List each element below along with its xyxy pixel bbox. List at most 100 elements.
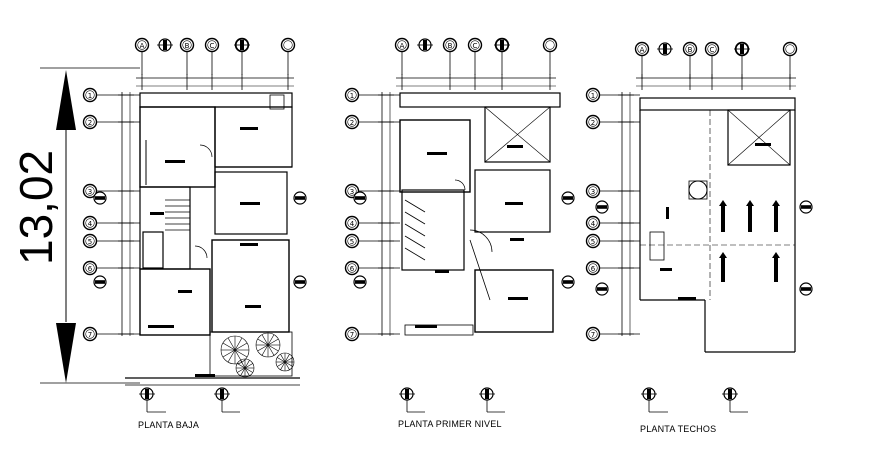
grid-bubble-1: 1 bbox=[82, 87, 98, 103]
grid-bubble-6: 6 bbox=[585, 260, 601, 276]
section-marker-bar bbox=[355, 280, 365, 284]
grid-bubble-5: 5 bbox=[82, 233, 98, 249]
section-marker-bar bbox=[295, 280, 305, 284]
grid-bubble-inner bbox=[588, 90, 598, 100]
grid-bubble-inner bbox=[85, 329, 95, 339]
plant-leaf bbox=[234, 349, 248, 358]
grid-bubble-inner bbox=[85, 90, 95, 100]
label-bar bbox=[666, 207, 669, 219]
slope-arrow-bar bbox=[721, 204, 725, 232]
section-marker-top bbox=[234, 38, 250, 52]
grid-bubble-inner bbox=[347, 329, 357, 339]
roof-slab bbox=[727, 109, 791, 166]
plant-leaf bbox=[222, 349, 236, 358]
grid-bubble-label: 5 bbox=[350, 238, 354, 246]
plant-leaf bbox=[267, 344, 275, 356]
plan-title-planta-primer-nivel: PLANTA PRIMER NIVEL bbox=[398, 419, 502, 429]
grid-bubble-inner bbox=[588, 117, 598, 127]
roof-slab bbox=[484, 106, 551, 163]
grid-bubble-label: B bbox=[185, 42, 190, 50]
label-bar bbox=[240, 127, 258, 130]
grid-bubble-4: 4 bbox=[82, 215, 98, 231]
water-tank-base bbox=[688, 180, 708, 200]
section-marker-right bbox=[293, 275, 307, 289]
plant-leaf bbox=[267, 338, 279, 346]
grid-bubble-inner bbox=[707, 44, 717, 54]
section-marker-right bbox=[561, 275, 575, 289]
section-marker-bar bbox=[597, 287, 607, 291]
plant-symbol bbox=[235, 358, 255, 378]
grid-bubble-7: 7 bbox=[344, 326, 360, 342]
plant-leaf bbox=[277, 357, 286, 363]
grid-bubble-inner bbox=[347, 186, 357, 196]
section-marker-bottom bbox=[399, 387, 415, 401]
plant-leaf bbox=[284, 354, 290, 363]
plant-leaf bbox=[227, 349, 236, 363]
roof-edge bbox=[399, 92, 561, 108]
grid-bubble-label: 4 bbox=[88, 220, 93, 228]
door-swing bbox=[199, 144, 213, 158]
room-bedroom-1 bbox=[399, 119, 471, 193]
section-marker-bar bbox=[801, 205, 811, 209]
grid-bubble-inner bbox=[347, 90, 357, 100]
grid-bubble-inner bbox=[283, 40, 293, 50]
room-kitchen bbox=[214, 106, 293, 168]
section-marker-left bbox=[93, 275, 107, 289]
stair-step bbox=[404, 199, 426, 213]
section-marker-bar bbox=[95, 196, 105, 200]
slope-arrow-head bbox=[772, 252, 780, 258]
grid-bubble-inner bbox=[588, 186, 598, 196]
grid-bubble-c: C bbox=[204, 37, 220, 53]
grid-bubble-label: B bbox=[688, 46, 693, 54]
garden-area bbox=[209, 331, 293, 377]
room-bath bbox=[142, 231, 164, 269]
wall-line bbox=[469, 239, 491, 301]
slope-arrow-head bbox=[719, 200, 727, 206]
slope-arrow-bar bbox=[774, 256, 778, 282]
label-bar bbox=[508, 297, 528, 300]
room-bedroom-2 bbox=[474, 169, 551, 233]
section-marker-right bbox=[799, 200, 813, 214]
plant-leaf bbox=[237, 367, 246, 373]
grid-bubble-c: C bbox=[467, 37, 483, 53]
grid-bubble-label: 5 bbox=[591, 238, 595, 246]
label-bar bbox=[245, 305, 261, 308]
grid-bubble-b: B bbox=[179, 37, 195, 53]
grid-bubble-label: A bbox=[640, 46, 645, 54]
grid-bubble-inner bbox=[85, 186, 95, 196]
grid-bubble-b: B bbox=[682, 41, 698, 57]
label-bar bbox=[427, 152, 447, 155]
grid-bubble-label: 7 bbox=[88, 331, 92, 339]
grid-bubble-label: C bbox=[710, 46, 715, 54]
grid-bubble-4: 4 bbox=[585, 215, 601, 231]
section-marker-bar bbox=[355, 196, 365, 200]
grid-bubble- bbox=[542, 37, 558, 53]
room-stair bbox=[139, 186, 191, 270]
stair-step bbox=[404, 211, 426, 225]
stair-step bbox=[404, 247, 426, 261]
label-bar bbox=[755, 143, 771, 146]
grid-bubble-a: A bbox=[134, 37, 150, 53]
section-marker-left bbox=[595, 282, 609, 296]
section-marker-bar bbox=[95, 280, 105, 284]
label-bar bbox=[660, 268, 672, 271]
grid-bubble-label: 4 bbox=[350, 220, 355, 228]
grid-bubble-label: A bbox=[140, 42, 145, 50]
grid-bubble-inner bbox=[85, 218, 95, 228]
grid-bubble-inner bbox=[588, 236, 598, 246]
section-marker-top bbox=[657, 42, 673, 56]
grid-bubble-label: 3 bbox=[350, 188, 354, 196]
grid-bubble-inner bbox=[85, 236, 95, 246]
grid-bubble-inner bbox=[137, 40, 147, 50]
grid-bubble-inner bbox=[207, 40, 217, 50]
label-bar bbox=[148, 325, 174, 328]
roof-diagonal bbox=[727, 109, 791, 166]
grid-bubble-2: 2 bbox=[82, 114, 98, 130]
grid-bubble-5: 5 bbox=[344, 233, 360, 249]
slope-arrow bbox=[746, 200, 754, 232]
plant-leaf bbox=[267, 334, 275, 346]
section-marker-left bbox=[595, 200, 609, 214]
grid-bubble-6: 6 bbox=[344, 260, 360, 276]
door-swing bbox=[194, 245, 208, 259]
floor-plan-primer-nivel: ABCD1234567 bbox=[344, 37, 575, 413]
